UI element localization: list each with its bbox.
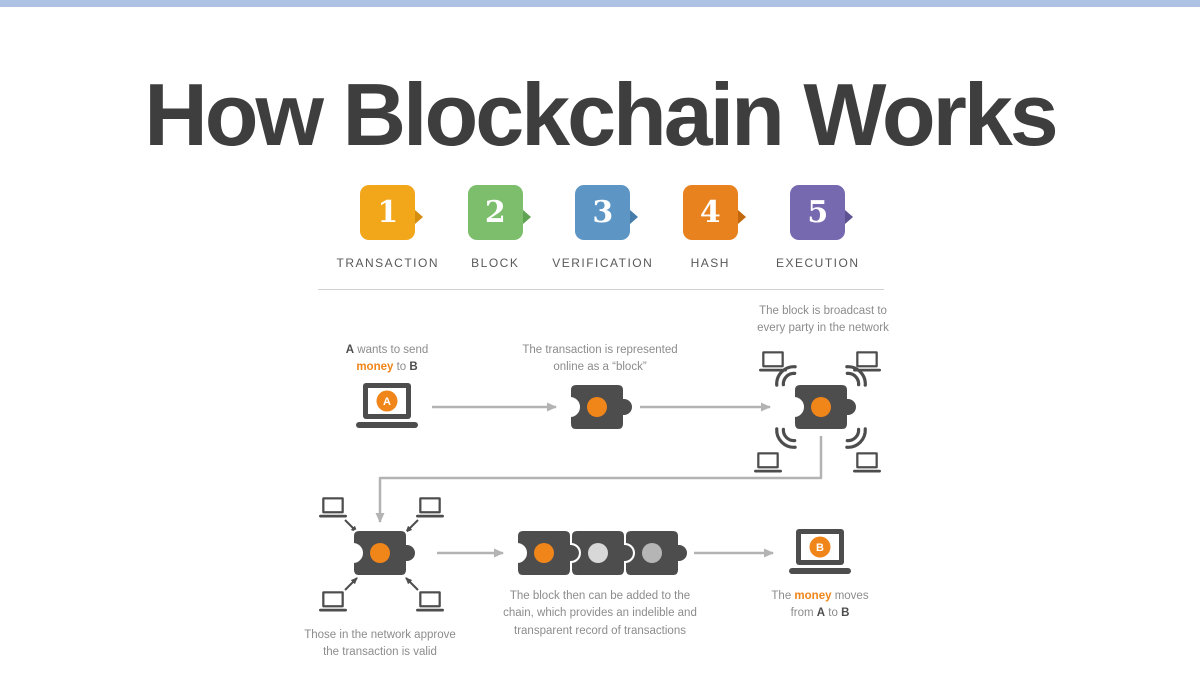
caption-transaction-block: The transaction is represented online as…: [522, 344, 678, 374]
chain-dot-light: [588, 543, 608, 563]
step-item-transaction: 1 TRANSACTION: [334, 185, 442, 270]
receiver-circle: [809, 536, 831, 558]
caption-chain: The block then can be added to the chain…: [503, 590, 697, 637]
network-laptop-icon: [754, 452, 782, 473]
laptop-a-letter: A: [383, 396, 391, 408]
step-number: 1: [377, 195, 399, 230]
step-badge-1: 1: [360, 185, 424, 240]
block-dot: [811, 397, 831, 417]
wifi-signal-icon: [842, 424, 872, 454]
step-label-block: BLOCK: [471, 256, 520, 270]
approved-block-icon: [352, 529, 417, 577]
caption-broadcast: The block is broadcast to every party in…: [757, 305, 889, 335]
chain-dot-gray: [642, 543, 662, 563]
wifi-signal-icon: [770, 424, 800, 454]
step-badge-2: 2: [467, 185, 531, 240]
sender-circle: [376, 390, 398, 412]
network-laptop-icon: [416, 591, 444, 612]
badge-tail-icon: [630, 209, 639, 224]
connector-arrow: [375, 436, 823, 523]
badge-tail-icon: [845, 209, 854, 224]
laptop-a-icon: A: [356, 383, 418, 428]
page-title: How Blockchain Works: [144, 65, 1058, 164]
network-laptop-icon: [759, 351, 787, 372]
network-laptop-icon: [319, 497, 347, 518]
block-dot: [370, 543, 390, 563]
step-item-block: 2 BLOCK: [442, 185, 550, 270]
network-laptop-icon: [416, 497, 444, 518]
diagram-canvas: A: [319, 351, 881, 612]
step-badge-3: 3: [575, 185, 639, 240]
step-label-transaction: TRANSACTION: [336, 256, 439, 270]
transaction-block-icon: [569, 383, 634, 431]
step-number: 4: [699, 195, 721, 230]
network-laptop-icon: [319, 591, 347, 612]
badge-tail-icon: [737, 209, 746, 224]
step-badge-5: 5: [790, 185, 854, 240]
badge-tail-icon: [415, 209, 424, 224]
step-item-execution: 5 EXECUTION: [764, 185, 872, 270]
chain-dot-orange: [534, 543, 554, 563]
inward-arrow: [405, 519, 419, 533]
approval-cluster: [319, 497, 444, 612]
inward-arrow: [344, 577, 358, 591]
laptop-b-icon: B: [789, 529, 851, 574]
broadcast-cluster: [754, 351, 881, 473]
section-divider: [318, 289, 884, 290]
laptop-b-letter: B: [816, 542, 824, 554]
step-item-hash: 4 HASH: [657, 185, 765, 270]
inward-arrow: [405, 577, 419, 591]
step-item-verification: 3 VERIFICATION: [549, 185, 657, 270]
step-badge-4: 4: [682, 185, 746, 240]
block-dot: [587, 397, 607, 417]
step-number: 2: [484, 195, 506, 230]
network-laptop-icon: [853, 452, 881, 473]
steps-row: 1 TRANSACTION 2 BLOCK 3 VERIFICATION 4: [334, 185, 874, 270]
step-number: 3: [592, 195, 614, 230]
caption-approve: Those in the network approve the transac…: [304, 629, 456, 659]
step-label-verification: VERIFICATION: [552, 256, 654, 270]
step-label-execution: EXECUTION: [775, 256, 860, 270]
blockchain-chain-icon: [516, 529, 689, 577]
step-label-hash: HASH: [690, 256, 730, 270]
badge-tail-icon: [522, 209, 531, 224]
step-number: 5: [807, 195, 829, 230]
broadcast-block-icon: [793, 383, 858, 431]
top-accent-bar: [0, 0, 1200, 7]
